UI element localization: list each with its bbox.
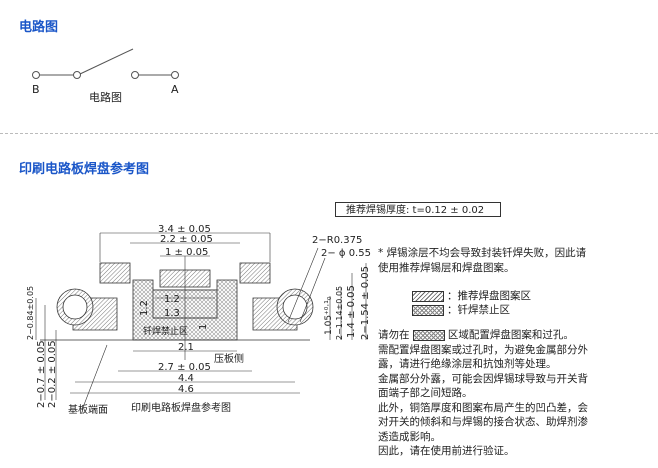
terminal-b: B [32, 83, 40, 96]
dim-2-0-7: 2−0.7 ± 0.05 [36, 340, 47, 408]
dim-4-4: 4.4 [178, 373, 194, 384]
notes-prefix: 请勿在 [378, 329, 410, 341]
dim-phi: 2− ϕ 0.55 [321, 248, 371, 259]
dim-1: 1 ± 0.05 [165, 247, 208, 258]
dim-2-1: 2.1 [178, 342, 194, 353]
dim-1-4: 1.4 ± 0.05 [346, 285, 357, 338]
dim-1-v: 1 [198, 324, 209, 330]
notes-suffix: 区域配置焊盘图案和过孔。 [447, 329, 574, 341]
hatch-swatch [412, 290, 444, 302]
note-line: 金属部分外露，可能会因焊锡球导致与开关背面端子部之间短路。 [378, 372, 588, 400]
circuit-label: 电路图 [89, 91, 122, 104]
dim-4-6: 4.6 [178, 384, 194, 395]
solder-thickness-box: 推荐焊锡厚度: t=0.12 ± 0.02 [335, 202, 501, 217]
legend-no-solder: ：钎焊禁止区 [412, 303, 510, 318]
dim-2-0-2: 2−0.2 ± 0.05 [47, 340, 58, 408]
dim-1-2-v: 1.2 [139, 300, 150, 316]
dim-2-2: 2.2 ± 0.05 [160, 234, 213, 245]
circuit-section-title: 电路图 [19, 20, 59, 35]
press-side-label: 压板侧 [214, 352, 244, 365]
dim-radius: 2−R0.375 [312, 235, 362, 246]
dim-1-2-h: 1.2 [164, 294, 180, 305]
dim-2-1-14: 2−1.14±0.05 [335, 286, 344, 340]
crosshatch-swatch [412, 329, 445, 341]
no-solder-label: 钎焊禁止区 [143, 325, 188, 337]
legend-label: ：钎焊禁止区 [447, 304, 510, 316]
note-line: 因此，请在使用前进行验证。 [378, 445, 515, 457]
dim-2-0-84: 2−0.84±0.05 [26, 286, 35, 340]
terminal-a: A [171, 83, 179, 96]
dim-2-1-54: 2−1.54 ± 0.05 [360, 266, 371, 340]
circuit-diagram [32, 48, 179, 79]
dim-3-4: 3.4 ± 0.05 [158, 224, 211, 235]
section-divider [0, 133, 658, 134]
pcb-section-title: 印刷电路板焊盘参考图 [19, 162, 150, 177]
legend-recommended: ：推荐焊盘图案区 [412, 289, 531, 304]
dim-1-3: 1.3 [164, 308, 180, 319]
dim-1-05: 1.05⁺⁰·¹₀ [324, 296, 334, 335]
legend-label: ：推荐焊盘图案区 [447, 290, 531, 302]
solder-note: * 焊锡涂层不均会导致封装钎焊失败，因此请使用推荐焊锡层和焊盘图案。 [378, 247, 587, 274]
crosshatch-swatch [412, 304, 444, 316]
drawing-caption: 印刷电路板焊盘参考图 [131, 401, 231, 414]
note-line: 需配置焊盘图案或过孔时，为避免金属部分外露，请进行绝缘涂层和抗蚀剂等处理。 [378, 343, 588, 371]
note-line: 此外，铜箔厚度和图案布局产生的凹凸差，会对开关的倾斜和与焊锡的接合状态、助焊剂渗… [378, 401, 588, 443]
dim-2-7: 2.7 ± 0.05 [158, 362, 211, 373]
board-edge-label: 基板端面 [68, 403, 108, 416]
notes-block: 请勿在 区域配置焊盘图案和过孔。 需配置焊盘图案或过孔时，为避免金属部分外露，请… [378, 328, 593, 459]
pcb-pad-drawing [35, 232, 367, 411]
